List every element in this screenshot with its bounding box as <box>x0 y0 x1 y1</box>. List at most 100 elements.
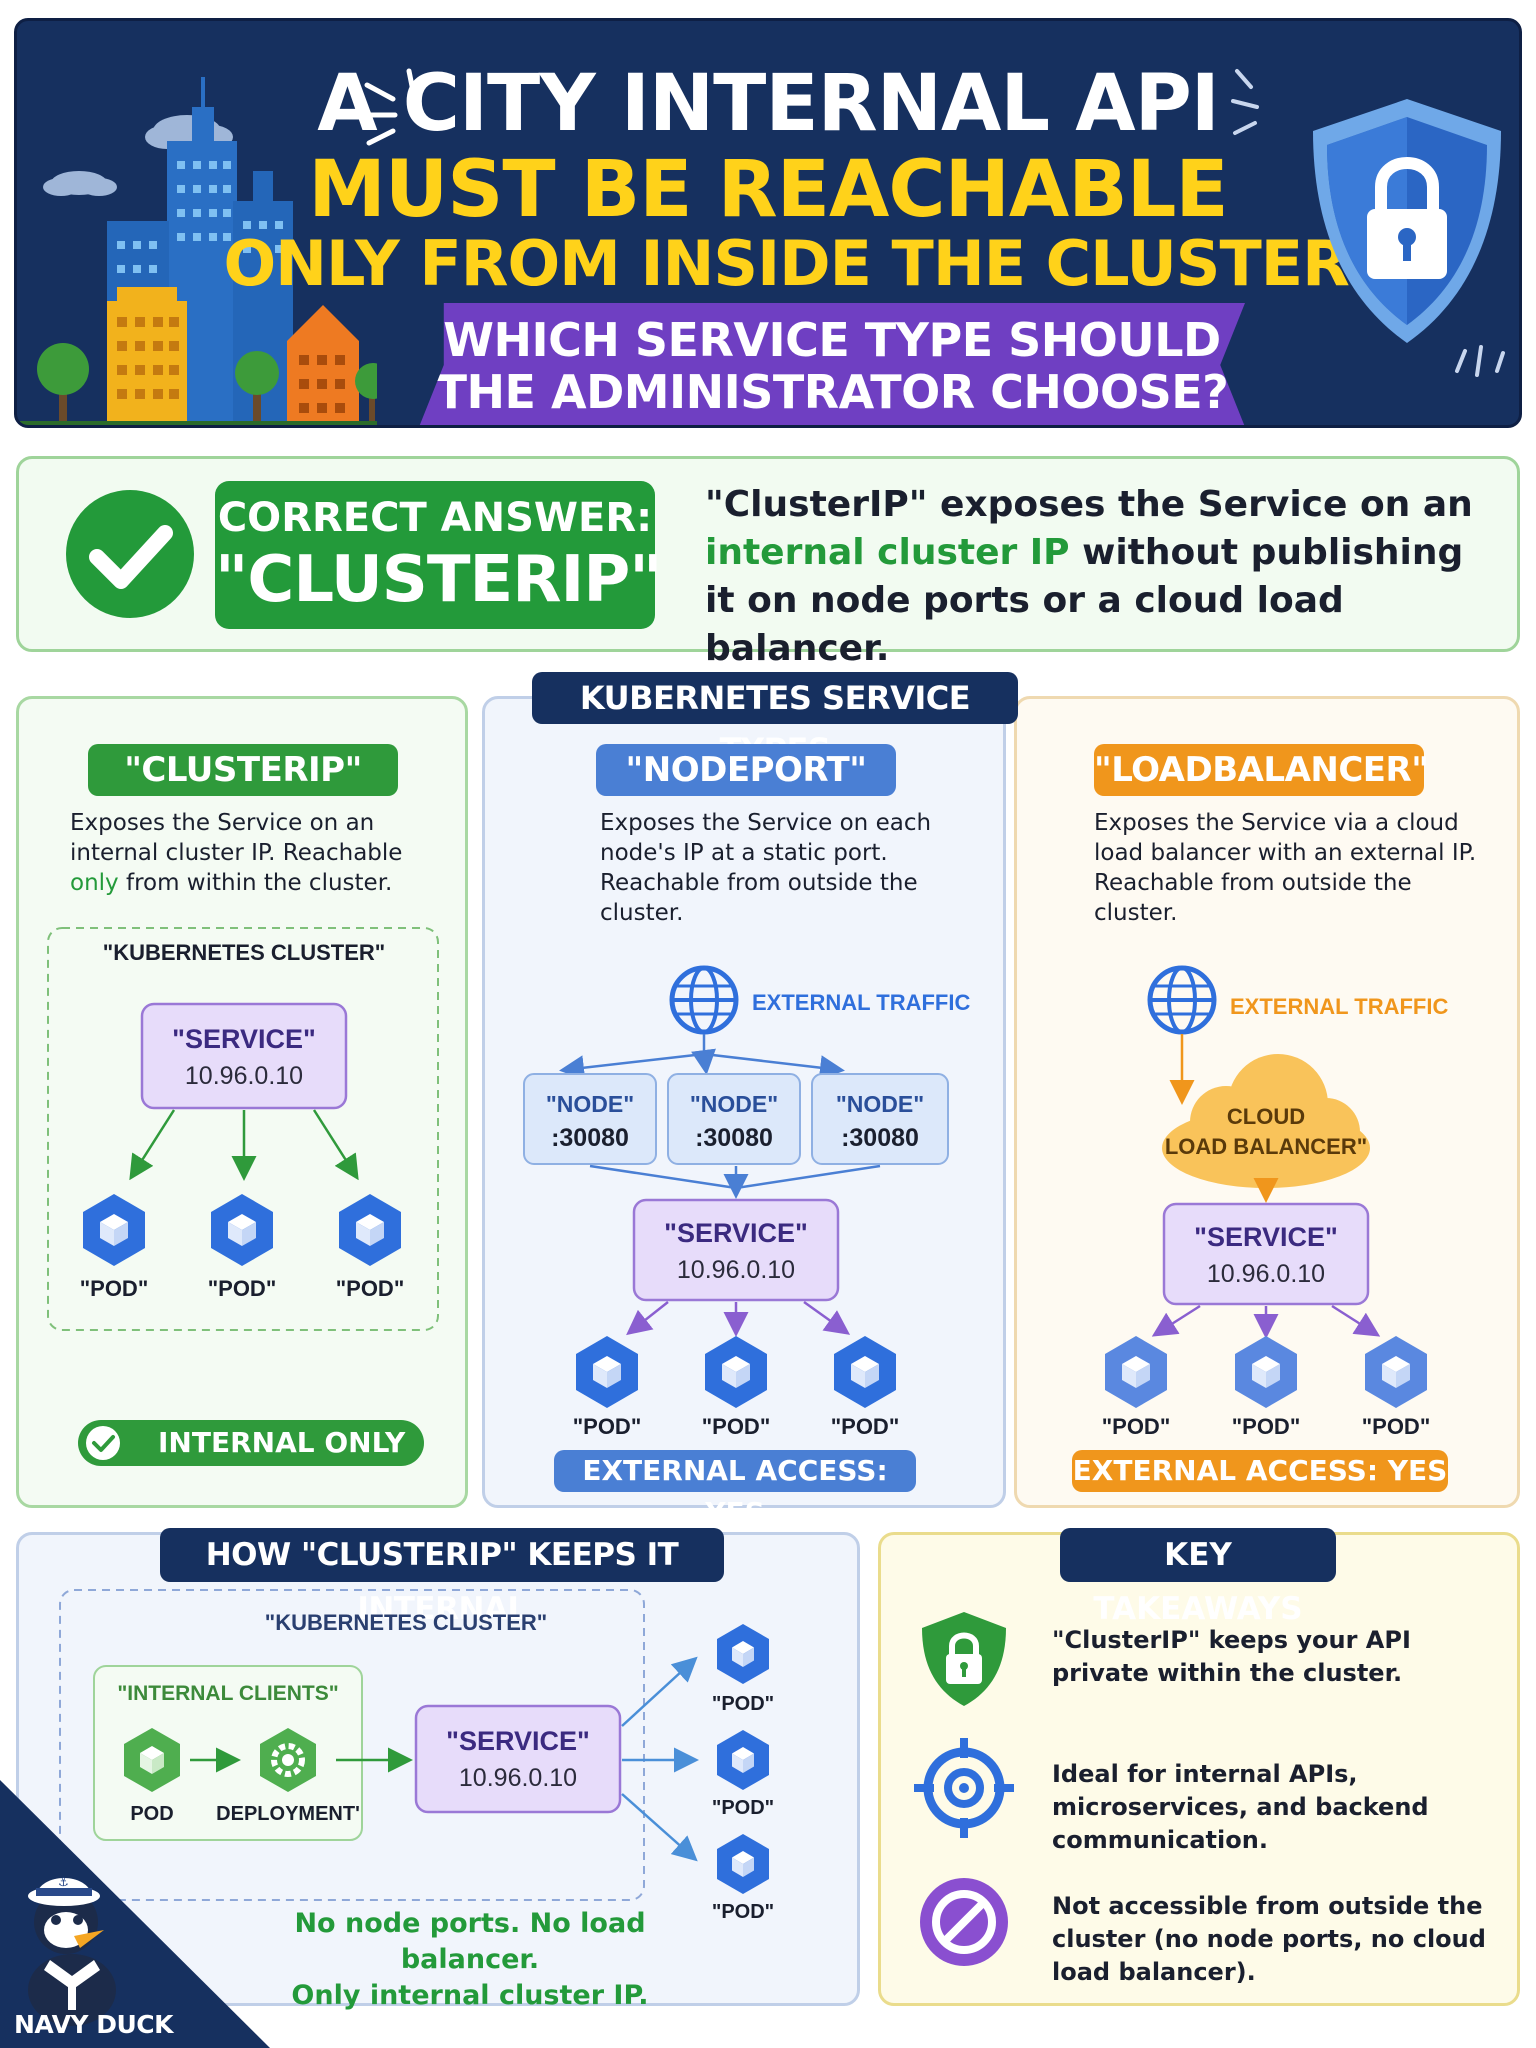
node-port: :30080 <box>695 1124 773 1152</box>
loadbalancer-title: "LOADBALANCER" <box>1094 744 1429 796</box>
answer-desc-part1: "ClusterIP" exposes the Service on an <box>705 484 1473 525</box>
key-takeaways-title: KEY TAKEAWAYS <box>1060 1528 1336 1627</box>
how-clusterip-diagram: "KUBERNETES CLUSTER" "INTERNAL CLIENTS" … <box>59 1589 774 1920</box>
pod-label: "POD" <box>712 1797 774 1819</box>
checkmark-icon <box>86 1426 120 1460</box>
nodeport-service-ip: 10.96.0.10 <box>677 1256 795 1284</box>
globe-icon <box>669 965 739 1035</box>
clusterip-desc-part2: from within the cluster. <box>118 870 393 896</box>
how-note-line-2: Only internal cluster IP. <box>291 1980 649 2011</box>
answer-label: CORRECT ANSWER: <box>217 495 653 541</box>
loadbalancer-external-badge: EXTERNAL ACCESS: YES <box>1072 1450 1448 1492</box>
how-clients-label: "INTERNAL CLIENTS" <box>117 1682 338 1705</box>
pod-label: "POD" <box>712 1901 774 1920</box>
headline-line-2: MUST BE REACHABLE <box>308 145 1228 235</box>
answer-description: "ClusterIP" exposes the Service on an in… <box>705 481 1505 673</box>
nodeport-description: Exposes the Service on each node's IP at… <box>600 810 932 926</box>
pod-icon <box>1105 1336 1167 1408</box>
cloud-lb-line-1: CLOUD <box>1227 1104 1305 1129</box>
headline-line-1: A CITY INTERNAL API <box>317 59 1220 149</box>
pod-label: "POD" <box>702 1414 771 1439</box>
pod-label: "POD" <box>80 1276 149 1301</box>
how-note-line-1: No node ports. No load balancer. <box>294 1908 646 1975</box>
globe-icon <box>1147 965 1217 1035</box>
pod-icon <box>124 1728 180 1792</box>
pod-label: "POD" <box>1102 1414 1171 1439</box>
clusterip-cluster-label: "KUBERNETES CLUSTER" <box>103 940 385 965</box>
nodeport-external-badge: EXTERNAL ACCESS: YES <box>554 1450 916 1529</box>
takeaway-3-text: Not accessible from outside the cluster … <box>1052 1892 1486 1986</box>
clusterip-service-label: "SERVICE" <box>172 1024 316 1054</box>
target-icon <box>914 1738 1014 1838</box>
node-label: "NODE" <box>836 1091 924 1117</box>
correct-answer-card: CORRECT ANSWER: "CLUSTERIP" "ClusterIP" … <box>16 456 1520 669</box>
pod-icon <box>717 1730 769 1790</box>
question-line-1: WHICH SERVICE TYPE SHOULD <box>443 313 1221 367</box>
pod-label: "POD" <box>712 1693 774 1715</box>
how-service-ip: 10.96.0.10 <box>459 1764 577 1792</box>
how-service-label: "SERVICE" <box>446 1726 590 1756</box>
cloud-lb-line-2: LOAD BALANCER" <box>1165 1134 1367 1159</box>
how-deployment-label: DEPLOYMENT' <box>216 1803 360 1825</box>
duck-mascot-icon: ⚓ <box>0 1780 270 2048</box>
loadbalancer-service-ip: 10.96.0.10 <box>1207 1260 1325 1288</box>
pod-icon <box>717 1834 769 1894</box>
takeaway-1-text: "ClusterIP" keeps your API private withi… <box>1052 1626 1411 1687</box>
nodeport-traffic-label: EXTERNAL TRAFFIC <box>752 990 970 1015</box>
loadbalancer-diagram: EXTERNAL TRAFFIC CLOUD LOAD BALANCER" "S… <box>1102 965 1448 1439</box>
clusterip-title: "CLUSTERIP" <box>88 744 398 796</box>
checkmark-icon <box>66 490 194 618</box>
sparkle-lines-icon <box>1455 345 1505 377</box>
pod-label: "POD" <box>1232 1414 1301 1439</box>
takeaway-2-text: Ideal for internal APIs, microservices, … <box>1052 1760 1429 1854</box>
answer-desc-part2: without publishing it on node ports or a… <box>705 532 1464 669</box>
node-label: "NODE" <box>690 1091 778 1117</box>
how-pod-label: POD <box>130 1803 173 1825</box>
pod-label: "POD" <box>208 1276 277 1301</box>
pod-label: "POD" <box>336 1276 405 1301</box>
clusterip-service-ip: 10.96.0.10 <box>185 1062 303 1090</box>
answer-badge: CORRECT ANSWER: "CLUSTERIP" <box>215 481 663 629</box>
pod-label: "POD" <box>831 1414 900 1439</box>
pod-icon <box>1365 1336 1427 1408</box>
cloud-icon <box>1162 1054 1370 1188</box>
how-clusterip-title: HOW "CLUSTERIP" KEEPS IT INTERNAL <box>160 1528 724 1627</box>
clusterip-desc-part1: Exposes the Service on an internal clust… <box>70 810 403 866</box>
svg-text:⚓: ⚓ <box>58 1875 69 1889</box>
pod-icon <box>705 1336 767 1408</box>
question-line-2: THE ADMINISTRATOR CHOOSE? <box>435 365 1229 419</box>
sparkle-lines-icon <box>362 68 416 146</box>
lock-shield-icon <box>922 1612 1006 1706</box>
internal-only-badge: INTERNAL ONLY <box>78 1420 424 1466</box>
header-banner: A CITY INTERNAL API MUST BE REACHABLE ON… <box>14 18 1522 428</box>
lock-shield-icon <box>1313 99 1501 343</box>
question-ribbon: WHICH SERVICE TYPE SHOULD THE ADMINISTRA… <box>419 303 1245 425</box>
gear-icon <box>260 1728 316 1792</box>
pod-icon <box>576 1336 638 1408</box>
how-cluster-label: "KUBERNETES CLUSTER" <box>265 1610 547 1635</box>
answer-value: "CLUSTERIP" <box>215 543 663 617</box>
how-clusterip-note: No node ports. No load balancer. Only in… <box>240 1906 700 2014</box>
loadbalancer-service-label: "SERVICE" <box>1194 1222 1338 1252</box>
pod-icon <box>834 1336 896 1408</box>
pod-icon <box>83 1194 145 1266</box>
node-port: :30080 <box>841 1124 919 1152</box>
pod-label: "POD" <box>573 1414 642 1439</box>
clusterip-description: Exposes the Service on an internal clust… <box>70 808 450 898</box>
clusterip-desc-highlight: only <box>70 870 119 896</box>
pod-icon <box>1235 1336 1297 1408</box>
pod-icon <box>717 1624 769 1684</box>
sparkle-lines-icon <box>1231 69 1259 135</box>
pod-icon <box>339 1194 401 1266</box>
nodeport-title: "NODEPORT" <box>596 744 896 796</box>
loadbalancer-description: Exposes the Service via a cloud load bal… <box>1094 810 1477 926</box>
clusterip-diagram: "KUBERNETES CLUSTER" "SERVICE" 10.96.0.1… <box>47 927 439 1331</box>
answer-desc-highlight: internal cluster IP <box>705 532 1070 573</box>
nodeport-service-label: "SERVICE" <box>664 1218 808 1248</box>
node-port: :30080 <box>551 1124 629 1152</box>
pod-label: "POD" <box>1362 1414 1431 1439</box>
pod-icon <box>211 1194 273 1266</box>
headline-line-3: ONLY FROM INSIDE THE CLUSTER. <box>223 227 1373 300</box>
node-label: "NODE" <box>546 1091 634 1117</box>
